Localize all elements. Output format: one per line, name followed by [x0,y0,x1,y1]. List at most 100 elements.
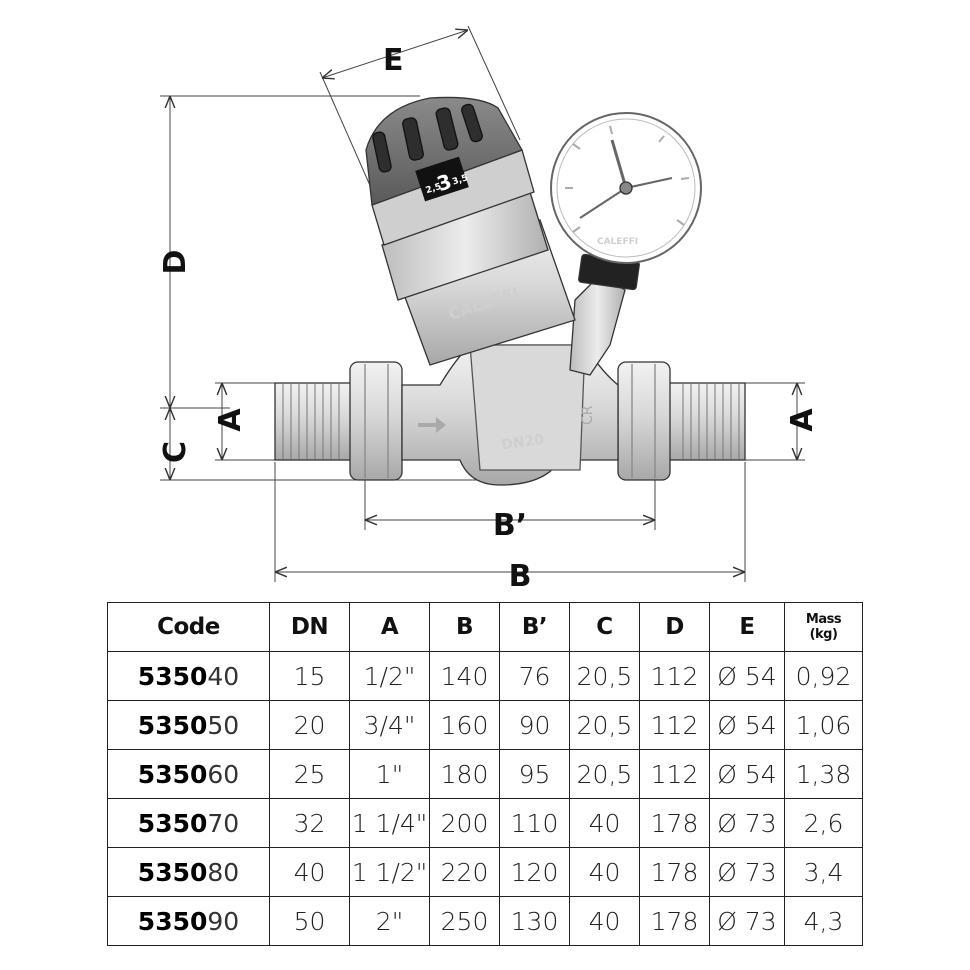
header-d: D [639,602,710,652]
code-prefix: 5350 [137,906,208,936]
dim-label-b-prime: B’ [493,508,527,543]
cell-mass: 4,3 [784,896,863,946]
header-mass-unit: (kg) [809,627,838,642]
cell-e: Ø 73 [709,896,785,946]
cell-a: 2" [349,896,430,946]
valve-side-marking: CR [580,405,596,425]
cell-code: 535070 [107,798,270,848]
header-code: Code [107,602,270,652]
cell-mass: 3,4 [784,847,863,897]
cell-c: 20,5 [569,651,640,701]
cell-b: 250 [429,896,500,946]
header-dn: DN [269,602,350,652]
cell-c: 20,5 [569,749,640,799]
table-header-row: Code DN A B B’ C D E Mass (kg) [107,602,863,652]
cell-dn: 40 [269,847,350,897]
code-prefix: 5350 [137,710,208,740]
cell-dn: 50 [269,896,350,946]
cell-e: Ø 73 [709,847,785,897]
cell-a: 1" [349,749,430,799]
code-prefix: 5350 [137,759,208,789]
cell-c: 40 [569,798,640,848]
cell-d: 178 [639,896,710,946]
cell-a: 1 1/2" [349,847,430,897]
body-size-marking: DN20 [501,432,546,454]
cell-e: Ø 54 [709,651,785,701]
dim-label-d: D [158,250,193,275]
cell-code: 535040 [107,651,270,701]
table-row: 535070 32 1 1/4" 200 110 40 178 Ø 73 2,6 [107,798,863,848]
regulator-head: 2,5 3 3,5 CALEFFI [365,96,576,366]
cell-d: 112 [639,749,710,799]
cell-code: 535050 [107,700,270,750]
cell-dn: 20 [269,700,350,750]
cell-b-prime: 76 [499,651,570,701]
cell-code: 535090 [107,896,270,946]
cell-b-prime: 90 [499,700,570,750]
cell-b: 140 [429,651,500,701]
cell-b: 200 [429,798,500,848]
cell-c: 40 [569,847,640,897]
dial-value-high: 3,5 [451,173,469,187]
cell-e: Ø 54 [709,700,785,750]
code-suffix: 50 [207,710,240,740]
cell-mass: 1,38 [784,749,863,799]
cell-b-prime: 110 [499,798,570,848]
cell-e: Ø 54 [709,749,785,799]
cell-dn: 32 [269,798,350,848]
cell-code: 535060 [107,749,270,799]
code-suffix: 90 [207,906,240,936]
code-suffix: 40 [207,661,240,691]
table-row: 535080 40 1 1/2" 220 120 40 178 Ø 73 3,4 [107,847,863,897]
dim-label-a-left: A [213,408,248,432]
code-suffix: 60 [207,759,240,789]
cell-a: 1/2" [349,651,430,701]
cell-code: 535080 [107,847,270,897]
dimensions-table: Code DN A B B’ C D E Mass (kg) 535040 15… [107,602,863,946]
header-c: C [569,602,640,652]
table-row: 535060 25 1" 180 95 20,5 112 Ø 54 1,38 [107,749,863,799]
dial-value-low: 2,5 [425,182,443,196]
pipe-fittings [274,361,746,481]
code-prefix: 5350 [137,857,208,887]
code-prefix: 5350 [137,661,208,691]
dim-label-c: C [158,441,193,463]
cell-d: 178 [639,798,710,848]
header-mass-label: Mass [805,612,842,627]
table-row: 535090 50 2" 250 130 40 178 Ø 73 4,3 [107,896,863,946]
code-prefix: 5350 [137,808,208,838]
cell-b: 180 [429,749,500,799]
cell-dn: 25 [269,749,350,799]
dimension-lines [160,25,805,582]
pressure-gauge: CALEFFI [550,112,702,376]
header-b-prime: B’ [499,602,570,652]
cell-mass: 1,06 [784,700,863,750]
table-row: 535040 15 1/2" 140 76 20,5 112 Ø 54 0,92 [107,651,863,701]
cell-b: 160 [429,700,500,750]
table-row: 535050 20 3/4" 160 90 20,5 112 Ø 54 1,06 [107,700,863,750]
cell-b-prime: 120 [499,847,570,897]
cell-b: 220 [429,847,500,897]
dim-label-e: E [383,43,404,78]
cell-mass: 0,92 [784,651,863,701]
cell-e: Ø 73 [709,798,785,848]
cell-b-prime: 130 [499,896,570,946]
cell-d: 112 [639,700,710,750]
cell-a: 3/4" [349,700,430,750]
dim-label-a-right: A [785,408,820,432]
header-mass: Mass (kg) [784,602,863,652]
header-e: E [709,602,785,652]
header-b: B [429,602,500,652]
code-suffix: 80 [207,857,240,887]
cell-b-prime: 95 [499,749,570,799]
cell-a: 1 1/4" [349,798,430,848]
cell-c: 20,5 [569,700,640,750]
code-suffix: 70 [207,808,240,838]
cell-dn: 15 [269,651,350,701]
header-a: A [349,602,430,652]
cell-d: 112 [639,651,710,701]
cell-d: 178 [639,847,710,897]
cell-mass: 2,6 [784,798,863,848]
gauge-brand: CALEFFI [597,237,638,247]
dim-label-b: B [509,559,532,594]
